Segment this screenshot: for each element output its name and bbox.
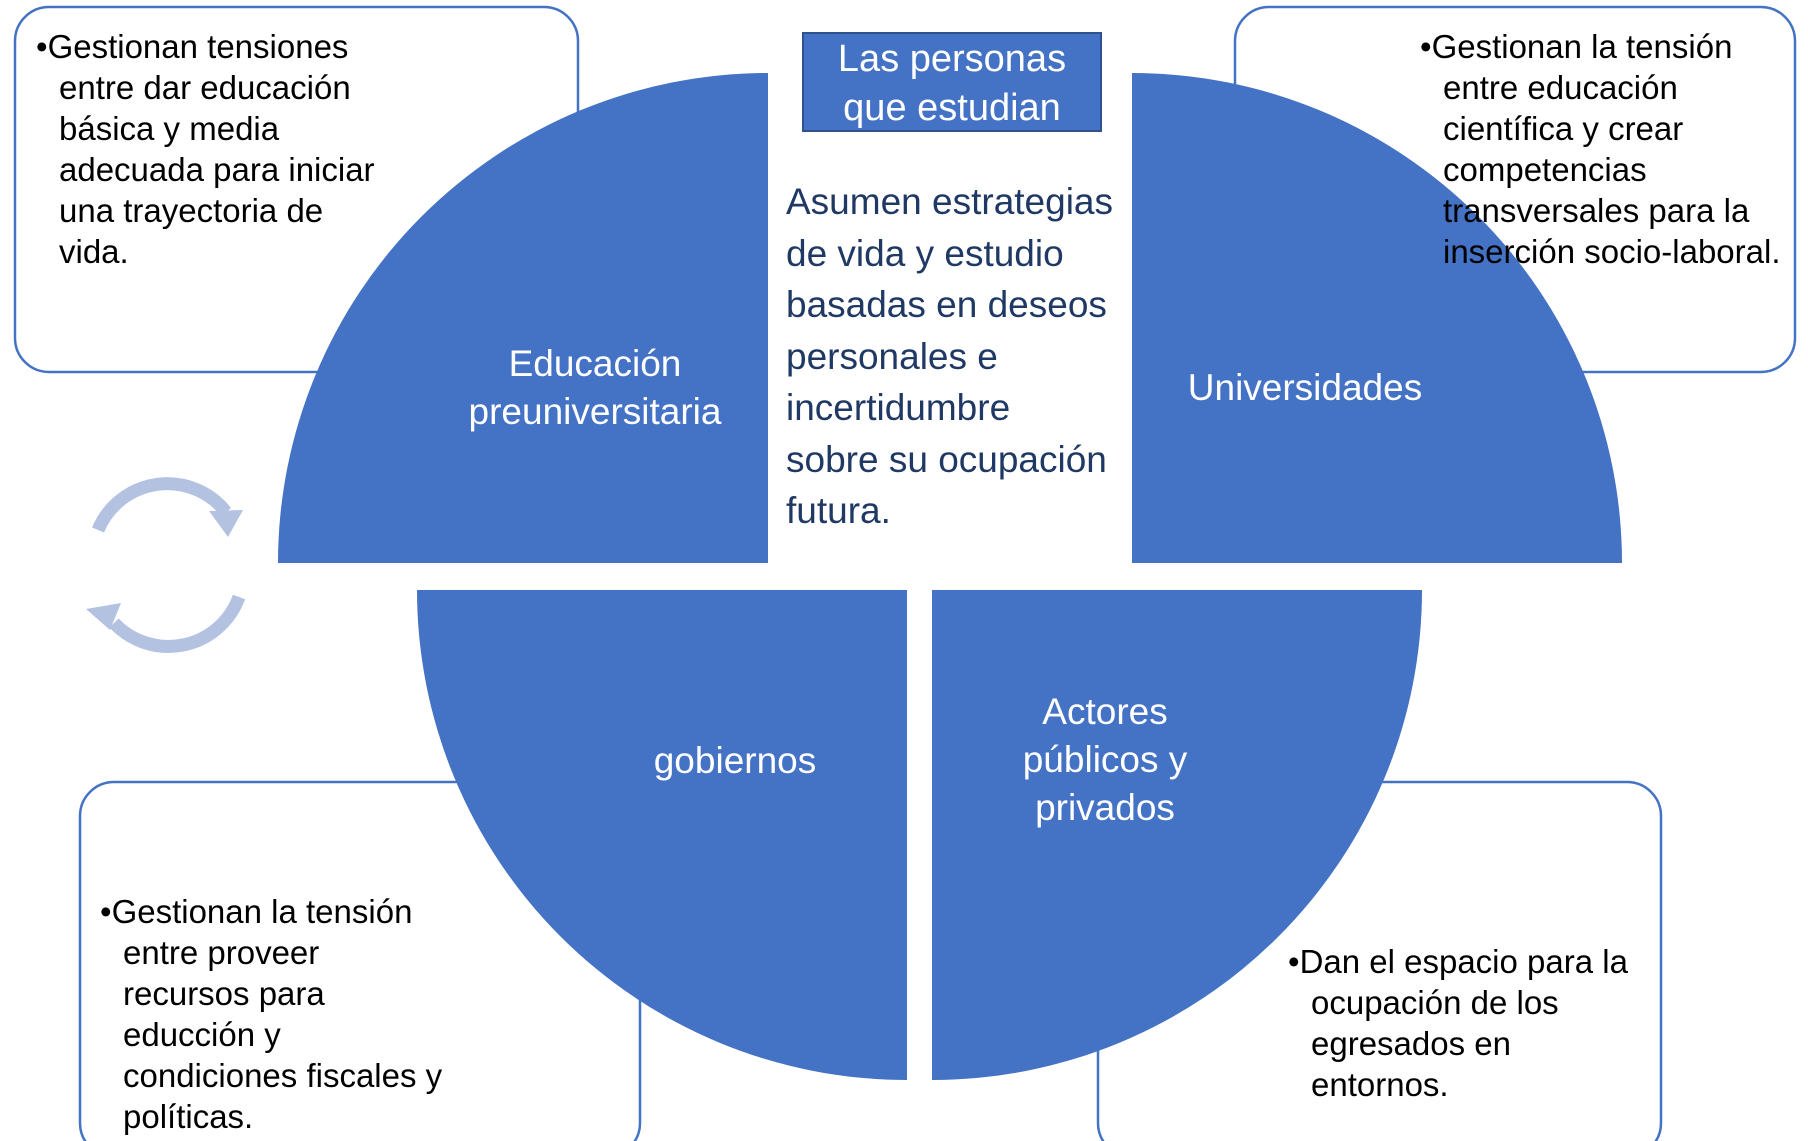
center-description: Asumen estrategias de vida y estudio bas… [786, 181, 1114, 531]
center-title-box: Las personas que estudian [802, 32, 1102, 132]
bullet-icon: • [100, 893, 112, 930]
quadrant-label-top-left: Educación preuniversitaria [468, 343, 722, 432]
quadrant-top-left [278, 73, 768, 563]
quadrant-bottom-right [932, 590, 1422, 1080]
callout-text-top-left: Gestionan tensiones entre dar educación … [47, 28, 375, 270]
callout-top-right: •Gestionan la tensión entre educación ci… [1420, 26, 1790, 272]
callout-bottom-left: •Gestionan la tensión entre proveer recu… [100, 891, 520, 1137]
bullet-icon: • [1288, 943, 1300, 980]
bullet-icon: • [36, 28, 48, 65]
cycle-arrowheads [86, 510, 243, 630]
callout-bottom-right: •Dan el espacio para la ocupación de los… [1288, 941, 1658, 1105]
callout-text-top-right: Gestionan la tensión entre educación cie… [1431, 28, 1781, 270]
cycle-arrows-icon [91, 477, 246, 653]
quadrant-bottom-left [417, 590, 907, 1080]
callout-text-bottom-right: Dan el espacio para la ocupación de los … [1299, 943, 1628, 1103]
quadrant-label-bottom-right: Actores públicos y privados [1022, 691, 1188, 828]
quadrant-top-right [1132, 73, 1622, 563]
quadrant-label-bottom-left: gobiernos [653, 740, 817, 781]
callout-top-left: •Gestionan tensiones entre dar educación… [36, 26, 456, 272]
bullet-icon: • [1420, 28, 1432, 65]
quadrant-label-top-right: Universidades [1187, 367, 1423, 408]
callout-text-bottom-left: Gestionan la tensión entre proveer recur… [111, 893, 443, 1135]
